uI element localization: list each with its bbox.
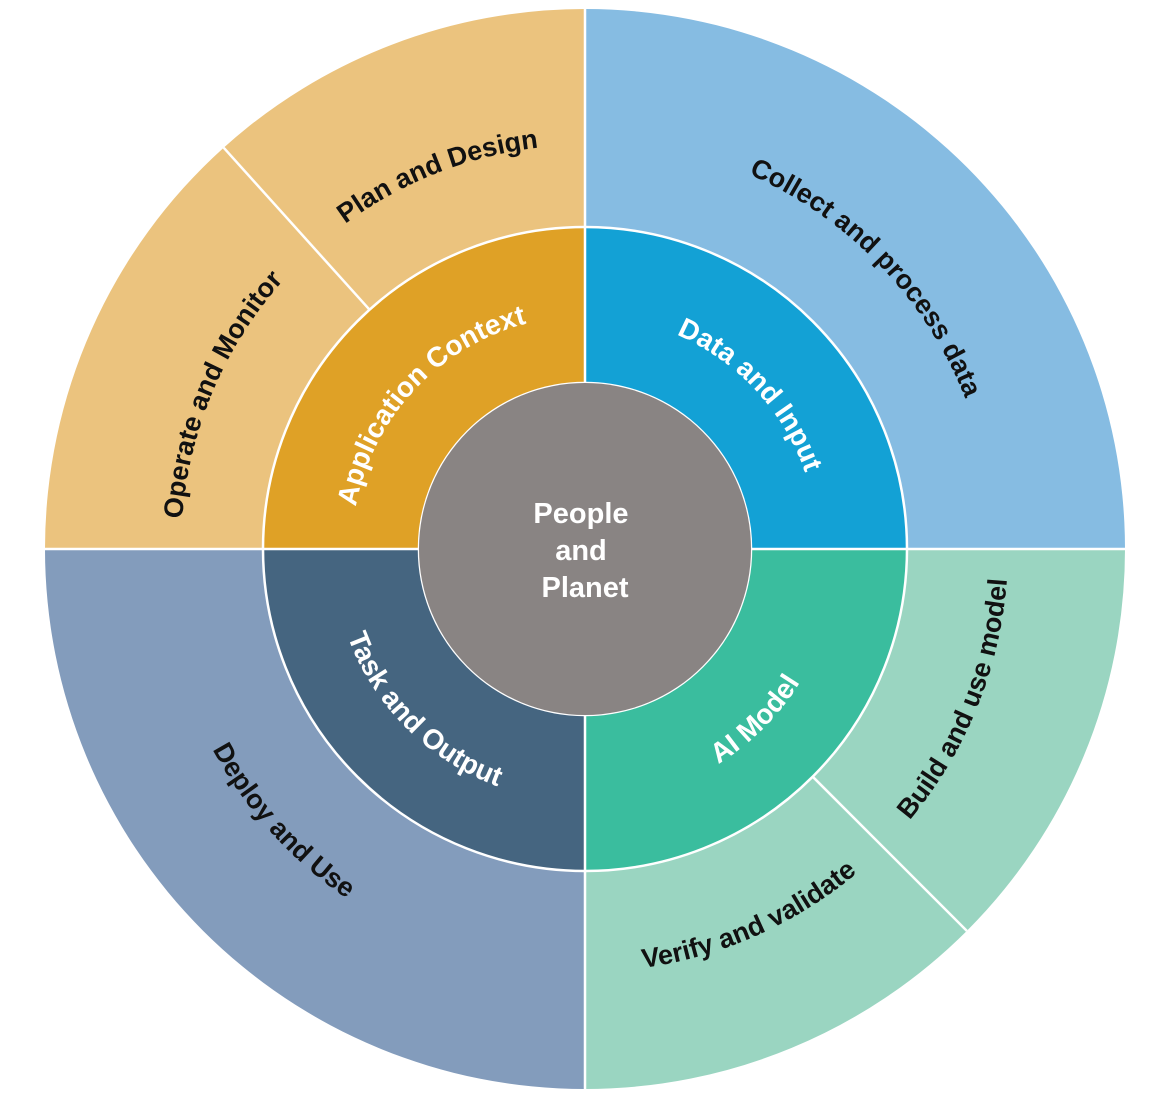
center-label-line-3: Planet	[541, 572, 628, 604]
separator-line	[222, 146, 371, 311]
inner-segment-application-context	[263, 227, 585, 549]
outer-segment-verify-and-validate	[585, 776, 967, 1089]
center-label: People and Planet	[533, 498, 636, 604]
outer-segment-deploy-and-use	[45, 549, 585, 1089]
outer-segment-build-and-use-model	[812, 549, 1125, 931]
outer-segment-collect-and-process-data	[585, 9, 1125, 549]
center-label-line-2: and	[555, 535, 607, 567]
inner-segment-data-and-input	[585, 227, 907, 549]
outer-segment-plan-and-design	[223, 9, 586, 310]
inner-segment-ai-model	[585, 549, 907, 871]
separator-line	[811, 775, 968, 932]
center-circle	[419, 383, 751, 715]
outer-segment-operate-and-monitor	[45, 147, 370, 549]
inner-segment-task-and-output	[263, 549, 585, 871]
center-label-line-1: People	[533, 498, 628, 530]
ring-separator	[261, 225, 909, 873]
